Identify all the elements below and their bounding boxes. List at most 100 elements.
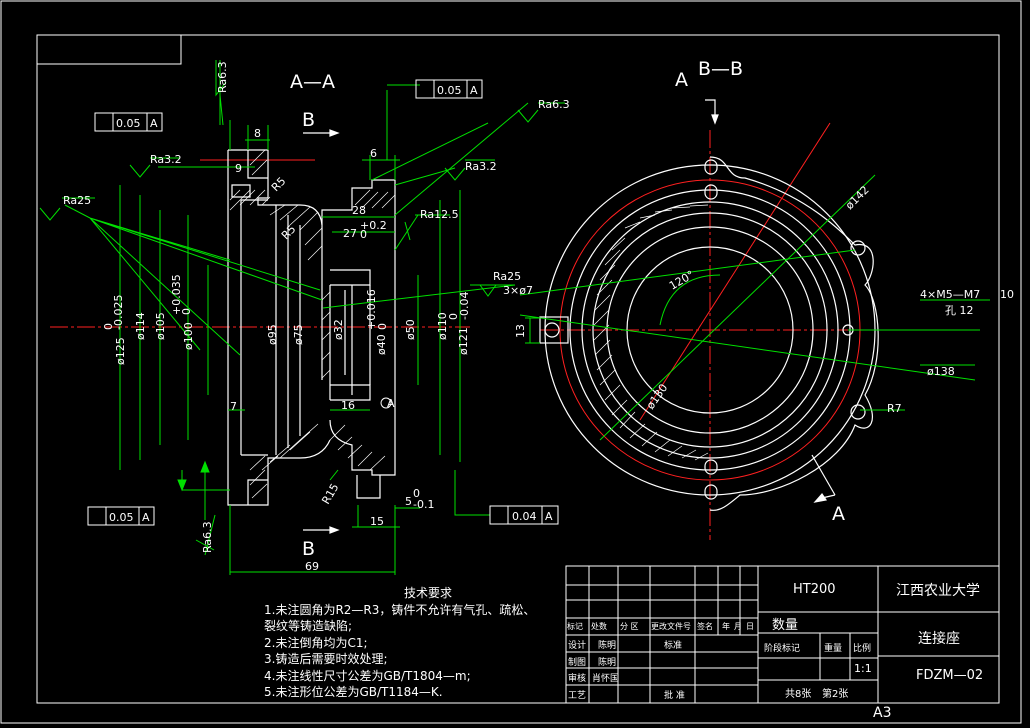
- row-role: 设计: [568, 641, 587, 651]
- title-block-grid: [565, 565, 1000, 704]
- tolerance-datum: A: [150, 117, 158, 130]
- dim-label: ø50: [404, 319, 417, 340]
- dim-label: 28: [352, 204, 366, 217]
- note-item: 1.未注圆角为R2—R3，铸件不允许有气孔、疏松、: [264, 602, 536, 617]
- dim-label: ø125: [114, 337, 127, 365]
- dim-label: ø100: [182, 322, 195, 350]
- corner-box: [37, 35, 182, 65]
- dim-tol: 0: [413, 487, 420, 500]
- rev-header: 签名: [697, 622, 713, 631]
- cut-label-b-bottom: B: [302, 538, 315, 560]
- dim-label: ø138: [927, 365, 955, 378]
- dim-label: 7: [230, 400, 237, 413]
- section-aa-title: A—A: [290, 71, 335, 93]
- dim-label: ø32: [332, 319, 345, 340]
- rev-header: 日: [746, 622, 754, 631]
- tolerance-value: 0.04: [512, 510, 537, 523]
- ra-label: Ra3.2: [150, 153, 182, 166]
- drawing-number: FDZM—02: [916, 668, 984, 683]
- ra-label: Ra6.3: [201, 521, 214, 553]
- stage-mark-label: 阶段标记: [764, 644, 801, 654]
- rev-header: 标记: [567, 622, 583, 631]
- section-aa-view: [39, 60, 565, 575]
- dim-tol: 0: [360, 228, 367, 241]
- dim-label: 69: [305, 560, 319, 573]
- ra-label: Ra12.5: [420, 208, 459, 221]
- note-item: 2.未注倒角均为C1;: [264, 635, 368, 650]
- notes-title: 技术要求: [404, 586, 453, 600]
- row-role: 审核: [568, 674, 587, 684]
- dim-label: R5: [269, 175, 289, 195]
- row-name: 陈明: [598, 658, 617, 668]
- school-name: 江西农业大学: [896, 583, 980, 599]
- dim-label: R15: [319, 481, 341, 506]
- row-role: 工艺: [568, 691, 587, 701]
- tolerance-value: 0.05: [437, 84, 462, 97]
- section-aa-labels: A—A B B Ra6.3 Ra6.3 Ra3.2 Ra3.2 Ra25 Ra1…: [63, 61, 570, 573]
- dim-label: ø110: [436, 312, 449, 340]
- part-name: 连接座: [918, 631, 960, 647]
- sheet-number: 第2张: [822, 689, 849, 700]
- dim-label: 6: [370, 147, 377, 160]
- ra-label: Ra3.2: [465, 160, 497, 173]
- dim-tol: 0: [180, 308, 193, 315]
- dim-tol: 0: [447, 313, 460, 320]
- dim-tol: 0: [102, 323, 115, 330]
- row-name: 肖怀国: [592, 674, 620, 684]
- tolerance-datum: A: [545, 510, 553, 523]
- row-name: 陈明: [598, 641, 617, 651]
- rev-header: 更改文件号: [651, 622, 691, 631]
- rev-header: 月: [734, 622, 742, 631]
- datum-label: A: [387, 397, 395, 410]
- dim-label: 16: [341, 399, 355, 412]
- ra-label: Ra25: [493, 270, 521, 283]
- dim-label: 3×ø7: [503, 284, 533, 297]
- inner-frame: [36, 34, 1000, 704]
- scale-label: 比例: [853, 644, 872, 654]
- cut-label-a-top: A: [675, 69, 688, 91]
- note-item: 5.未注形位公差为GB/T1184—K.: [264, 685, 443, 699]
- row-role: 制图: [568, 658, 587, 668]
- technical-requirements: 技术要求 1.未注圆角为R2—R3，铸件不允许有气孔、疏松、 裂纹等铸造缺陷; …: [264, 585, 535, 701]
- dim-label: 13: [514, 324, 527, 338]
- dim-tol: +0.016: [365, 289, 378, 330]
- dim-label: ø121: [457, 327, 470, 355]
- dim-tol: +0.2: [360, 219, 387, 232]
- material-label: HT200: [793, 582, 836, 597]
- sheets-total: 共8张: [785, 689, 812, 700]
- dim-label: 10: [1000, 288, 1014, 301]
- cut-label-b-top: B: [302, 109, 315, 131]
- dim-label: 15: [370, 515, 384, 528]
- dim-label: ø142: [843, 183, 872, 212]
- dim-tol: -0.025: [112, 295, 125, 330]
- rev-header: 处数: [591, 622, 607, 631]
- section-bb-labels: B—B A A ø142 120° 3×ø7 13 ø130 4×M5—M7 1…: [503, 58, 1014, 525]
- dim-label: ø114: [134, 312, 147, 340]
- tolerance-datum: A: [142, 511, 150, 524]
- rev-header: 分 区: [620, 622, 639, 631]
- dim-tol: -0.04: [458, 292, 471, 320]
- quantity-label: 数量: [772, 618, 799, 633]
- dim-tol: -0.1: [413, 498, 434, 511]
- row-extra: 标准: [664, 641, 683, 651]
- tolerance-datum: A: [470, 84, 478, 97]
- dim-label: 9: [235, 162, 242, 175]
- dim-label: R5: [279, 223, 299, 243]
- dim-label: 120°: [667, 268, 696, 293]
- dim-label: R7: [887, 402, 902, 415]
- cut-label-a-bottom: A: [832, 503, 845, 525]
- row-extra: 批 准: [664, 691, 685, 701]
- sheet-size: A3: [873, 705, 892, 721]
- dim-label: 孔 12: [945, 304, 974, 317]
- dim-label: 4×M5—M7: [920, 288, 980, 301]
- ra-label: Ra6.3: [216, 61, 229, 93]
- note-item: 3.铸造后需要时效处理;: [264, 652, 388, 666]
- dim-label: 27: [343, 227, 357, 240]
- note-item: 4.未注线性尺寸公差为GB/T1804—m;: [264, 668, 471, 683]
- dim-tol: +0.035: [170, 274, 183, 315]
- weight-label: 重量: [824, 644, 843, 654]
- note-item: 裂纹等铸造缺陷;: [264, 619, 353, 633]
- dim-label: ø130: [644, 382, 671, 412]
